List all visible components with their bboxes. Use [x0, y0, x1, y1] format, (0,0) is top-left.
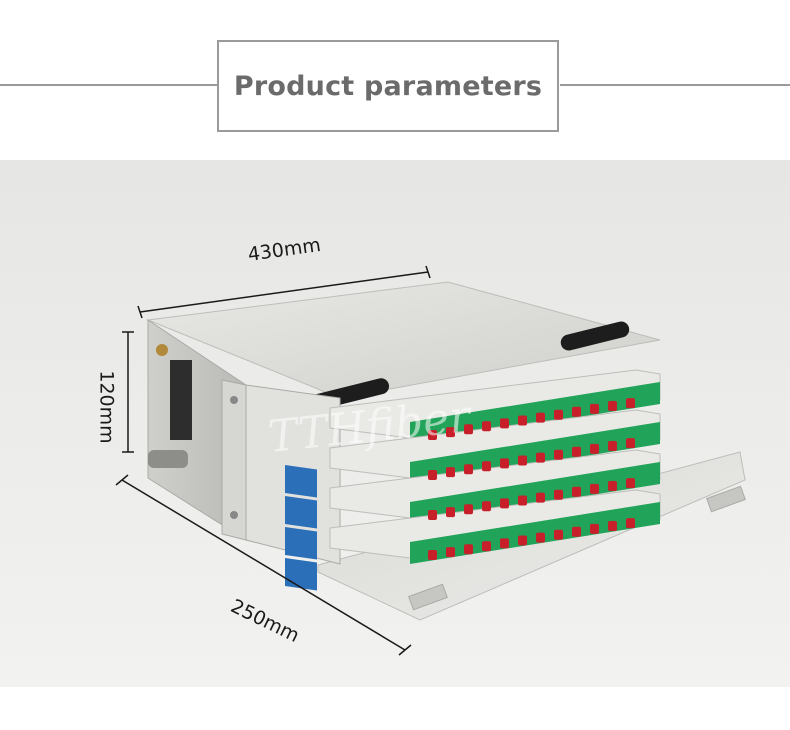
adapter-port [536, 532, 545, 543]
adapter-port [626, 398, 635, 409]
adapter-port [590, 403, 599, 414]
adapter-port [572, 406, 581, 417]
adapter-port [608, 481, 617, 491]
title-box: Product parameters [217, 40, 559, 132]
adapter-port [626, 478, 635, 489]
adapter-port [482, 461, 491, 472]
adapter-port [482, 421, 491, 432]
lid-handle-slot-right [560, 321, 630, 351]
adapter-port [446, 547, 455, 558]
adapter-port [482, 501, 491, 512]
adapter-port [608, 441, 617, 451]
chassis-lid [146, 281, 661, 399]
fc-adapters [428, 398, 635, 560]
adapter-port [554, 409, 563, 420]
adapter-port [518, 455, 527, 466]
adapter-port [536, 492, 545, 503]
adapter-port [500, 458, 509, 469]
adapter-port [464, 424, 473, 435]
adapter-port [464, 544, 473, 555]
width-dimension-line [139, 271, 429, 313]
adapter-port [482, 541, 491, 552]
adapter-port [446, 467, 455, 478]
adapter-port [518, 415, 527, 426]
adapter-port [590, 523, 599, 534]
height-dimension-label: 120mm [95, 370, 118, 444]
adapter-port [464, 464, 473, 475]
adapter-port [446, 427, 455, 438]
dimension-lines [115, 265, 431, 656]
adapter-port [518, 495, 527, 506]
fiber-trays [329, 369, 661, 564]
adapter-port [536, 452, 545, 463]
adapter-port [590, 443, 599, 454]
side-latch [148, 450, 188, 468]
adapter-port [428, 510, 437, 520]
adapter-port [608, 521, 617, 531]
adapter-port [428, 550, 437, 560]
page-title: Product parameters [233, 70, 543, 102]
adapter-port [554, 449, 563, 460]
odf-chassis-illustration: TTHfiber [0, 160, 790, 687]
grounding-screw [156, 344, 168, 356]
cable-guides [285, 465, 317, 591]
adapter-port [626, 518, 635, 529]
adapter-port [554, 489, 563, 500]
adapter-port [446, 507, 455, 518]
adapter-port [500, 538, 509, 549]
adapter-port [590, 483, 599, 494]
header-rule-right [560, 84, 790, 86]
adapter-port [572, 446, 581, 457]
side-window [170, 360, 192, 440]
adapter-port [572, 526, 581, 537]
adapter-port [608, 401, 617, 411]
adapter-port [428, 430, 437, 440]
adapter-port [536, 412, 545, 423]
section-header: Product parameters [0, 0, 790, 150]
adapter-port [518, 535, 527, 546]
adapter-port [428, 470, 437, 480]
adapter-port [572, 486, 581, 497]
adapter-port [554, 529, 563, 540]
base-foot-left [408, 583, 448, 611]
adapter-port [500, 498, 509, 509]
adapter-port [626, 438, 635, 449]
header-rule-left [0, 84, 218, 86]
adapter-port [464, 504, 473, 515]
base-foot-right [706, 485, 746, 513]
adapter-port [500, 418, 509, 429]
depth-dimension-line [121, 479, 406, 651]
product-photo: TTHfiber 430mm 120mm 250mm [0, 160, 790, 687]
